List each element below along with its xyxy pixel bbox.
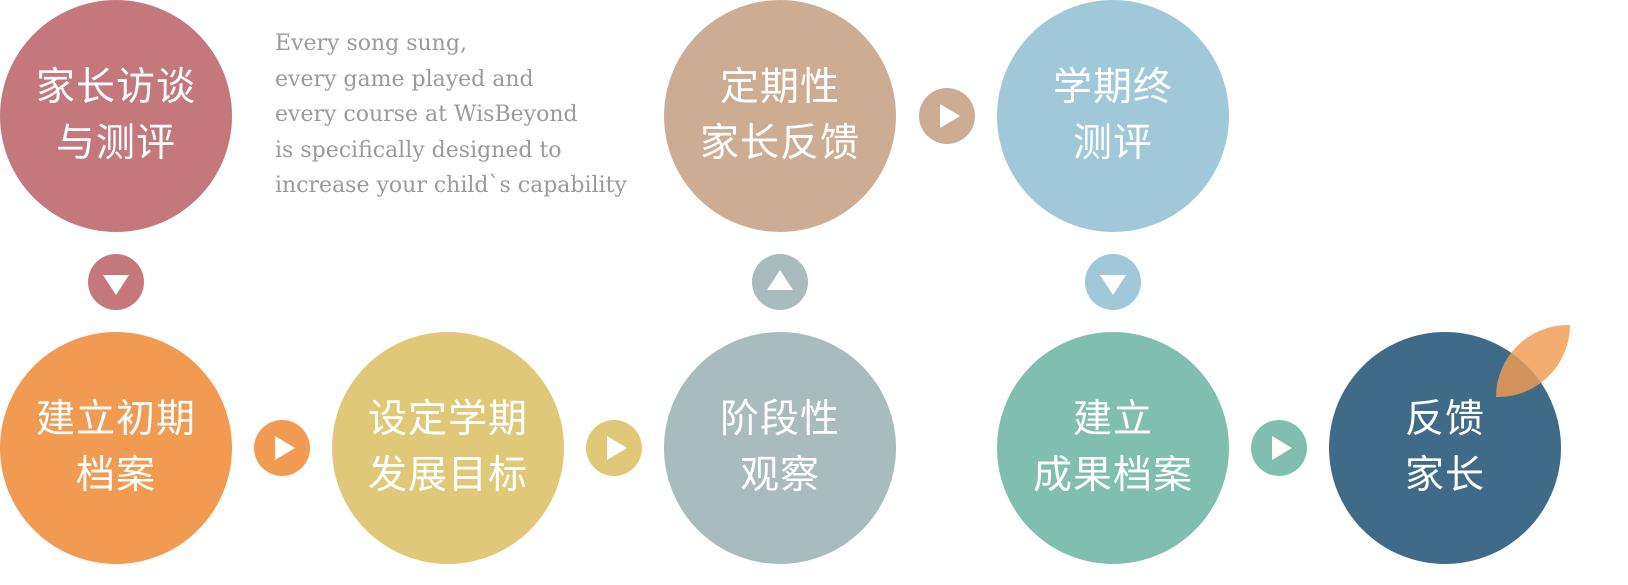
step-semester-goals: 设定学期 发展目标 bbox=[332, 332, 564, 564]
arrow-right-icon bbox=[586, 420, 642, 476]
triangle-right-icon bbox=[1271, 436, 1292, 460]
tagline-line: every game played and bbox=[275, 66, 534, 92]
step-term-assessment: 学期终 测评 bbox=[997, 0, 1229, 232]
step-parent-interview: 家长访谈 与测评 bbox=[0, 0, 232, 232]
leaf-decoration bbox=[1496, 325, 1570, 397]
step-periodic-feedback: 定期性 家长反馈 bbox=[664, 0, 896, 232]
step-label: 设定学期 发展目标 bbox=[367, 397, 528, 498]
arrow-right-icon bbox=[254, 420, 310, 476]
arrow-right-icon bbox=[1251, 420, 1307, 476]
step-achievement-profile: 建立 成果档案 bbox=[997, 332, 1229, 564]
triangle-up-icon bbox=[767, 269, 793, 290]
tagline: Every song sung, every game played and e… bbox=[275, 26, 627, 204]
tagline-line: increase your child`s capability bbox=[275, 173, 627, 198]
step-label: 阶段性 观察 bbox=[719, 397, 840, 498]
step-label: 学期终 测评 bbox=[1052, 65, 1173, 166]
arrow-right-icon bbox=[919, 88, 975, 144]
step-label: 家长访谈 与测评 bbox=[35, 65, 196, 166]
triangle-right-icon bbox=[606, 436, 627, 460]
arrow-down-icon bbox=[88, 254, 144, 310]
arrow-down-icon bbox=[1085, 254, 1141, 310]
step-stage-observation: 阶段性 观察 bbox=[664, 332, 896, 564]
arrow-up-icon bbox=[752, 254, 808, 310]
triangle-right-icon bbox=[939, 104, 960, 128]
tagline-line: every course at WisBeyond bbox=[275, 102, 578, 127]
step-label: 反馈 家长 bbox=[1404, 397, 1485, 498]
step-initial-profile: 建立初期 档案 bbox=[0, 332, 232, 564]
tagline-line: is specifically designed to bbox=[275, 137, 562, 163]
triangle-down-icon bbox=[1100, 274, 1126, 295]
step-label: 定期性 家长反馈 bbox=[699, 65, 860, 166]
triangle-down-icon bbox=[103, 274, 129, 295]
step-label: 建立 成果档案 bbox=[1032, 397, 1193, 498]
step-label: 建立初期 档案 bbox=[35, 397, 196, 498]
tagline-line: Every song sung, bbox=[275, 31, 467, 56]
triangle-right-icon bbox=[274, 436, 295, 460]
